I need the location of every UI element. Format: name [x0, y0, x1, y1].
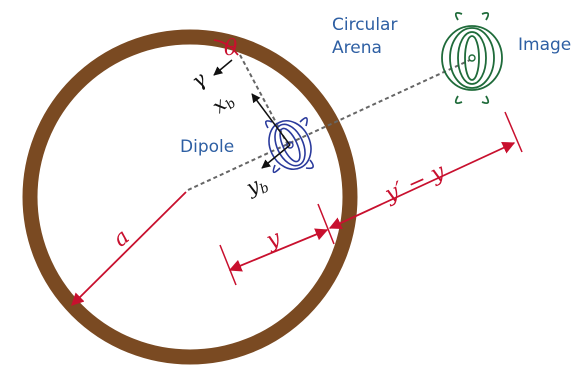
gamma-label: γ: [186, 67, 211, 93]
y-label: y: [262, 226, 284, 254]
center-image-dashed-line: [187, 59, 471, 191]
image-field: [441, 11, 503, 105]
arena-label-line1: Circular: [332, 15, 397, 35]
theta-label: θ: [224, 36, 237, 61]
y-b-axis-arrow: [261, 144, 291, 169]
image-center: [468, 54, 476, 62]
reference-dashed-line: [239, 54, 289, 146]
dim-y-arrow: [228, 228, 329, 272]
y-prime-minus-y-label: y′ − y: [380, 159, 448, 208]
arena-label-line2: Arena: [332, 38, 382, 58]
dipole-field: [264, 117, 314, 174]
dim-y-tick-left: [219, 244, 237, 286]
gamma-axis-arrow: [213, 59, 233, 76]
radius-a-arrow: [71, 191, 187, 306]
dipole-center: [286, 141, 294, 149]
x-b-label: xb: [207, 87, 239, 120]
dipole-label: Dipole: [180, 137, 234, 157]
y-b-label: yb: [242, 169, 272, 202]
image-label: Image: [518, 35, 571, 55]
dim-yp-tick-right: [504, 111, 523, 153]
dim-y-tick-right: [317, 203, 335, 245]
theta-arc: [213, 39, 239, 56]
arena-ring: [22, 29, 358, 365]
x-b-axis-arrow: [251, 93, 291, 146]
dim-yp-arrow: [328, 142, 516, 229]
